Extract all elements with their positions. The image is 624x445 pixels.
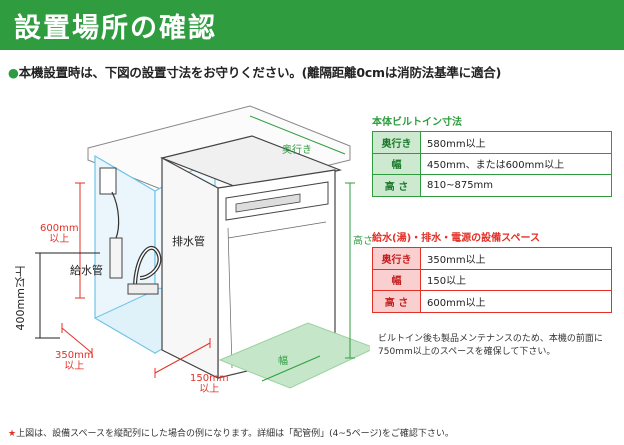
drain-pipe-label: 排水管 xyxy=(172,235,205,248)
builtin-value-depth: 580mm以上 xyxy=(420,131,612,154)
builtin-value-height: 810~875mm xyxy=(420,174,612,197)
space-key-width: 幅 xyxy=(372,268,421,291)
subtitle: ●本機設置時は、下図の設置寸法をお守りください。(離隔距離0cmは消防法基準に適… xyxy=(8,62,620,81)
table-row: 高 さ 600mm以上 xyxy=(372,290,612,313)
page-title: 設置場所の確認 xyxy=(0,0,624,50)
footnote: ★上図は、設備スペースを縦配列にした場合の例になります。詳細は「配管例」(4~5… xyxy=(8,426,620,439)
table-row: 奥行き 350mm以上 xyxy=(372,247,612,270)
outlet-icon xyxy=(99,167,117,195)
space-key-depth: 奥行き xyxy=(372,247,421,270)
table-row: 幅 450mm、または600mm以上 xyxy=(372,152,612,175)
table-row: 奥行き 580mm以上 xyxy=(372,131,612,154)
space-value-width: 150以上 xyxy=(420,268,612,291)
space-height-400-label: 400mm以上 xyxy=(14,266,27,331)
star-icon: ★ xyxy=(8,429,17,439)
space-width-150-label: 150mm 以上 xyxy=(190,373,229,395)
maintenance-note: ビルトイン後も製品メンテナンスのため、本機の前面に750mm以上のスペースを確保… xyxy=(378,334,603,357)
space-heading: 給水(湯)・排水・電源の設備スペース xyxy=(372,233,540,244)
bullet-icon: ● xyxy=(8,65,19,80)
space-key-height: 高 さ xyxy=(372,290,421,313)
builtin-key-depth: 奥行き xyxy=(372,131,421,154)
footnote-text: 上図は、設備スペースを縦配列にした場合の例になります。詳細は「配管例」(4~5ペ… xyxy=(16,429,454,439)
builtin-dimensions-table: 本体ビルトイン寸法 奥行き 580mm以上 幅 450mm、または600mm以上… xyxy=(372,113,612,197)
space-value-height: 600mm以上 xyxy=(420,290,612,313)
subtitle-text: 本機設置時は、下図の設置寸法をお守りください。(離隔距離0cmは消防法基準に適合… xyxy=(18,65,502,80)
height-label: 高さ xyxy=(353,236,373,247)
space-depth-350-label: 350mm 以上 xyxy=(55,350,94,372)
table-row: 高 さ 810~875mm xyxy=(372,174,612,197)
table-row: 幅 150以上 xyxy=(372,268,612,291)
water-pipe-label: 給水管 xyxy=(70,264,103,277)
builtin-value-width: 450mm、または600mm以上 xyxy=(420,152,612,175)
space-height-600-label: 600mm 以上 xyxy=(40,223,79,245)
width-floor-label: 幅 xyxy=(278,356,288,367)
space-value-depth: 350mm以上 xyxy=(420,247,612,270)
depth-label: 奥行き xyxy=(282,145,312,156)
utility-space-table: 給水(湯)・排水・電源の設備スペース 奥行き 350mm以上 幅 150以上 高… xyxy=(372,229,612,313)
builtin-key-width: 幅 xyxy=(372,152,421,175)
builtin-key-height: 高 さ xyxy=(372,174,421,197)
builtin-heading: 本体ビルトイン寸法 xyxy=(372,117,462,128)
installation-diagram: 奥行き 高さ 600mm 以上 排水管 給水管 400mm以上 350mm 以上… xyxy=(0,88,373,418)
installation-drawing xyxy=(35,105,370,389)
